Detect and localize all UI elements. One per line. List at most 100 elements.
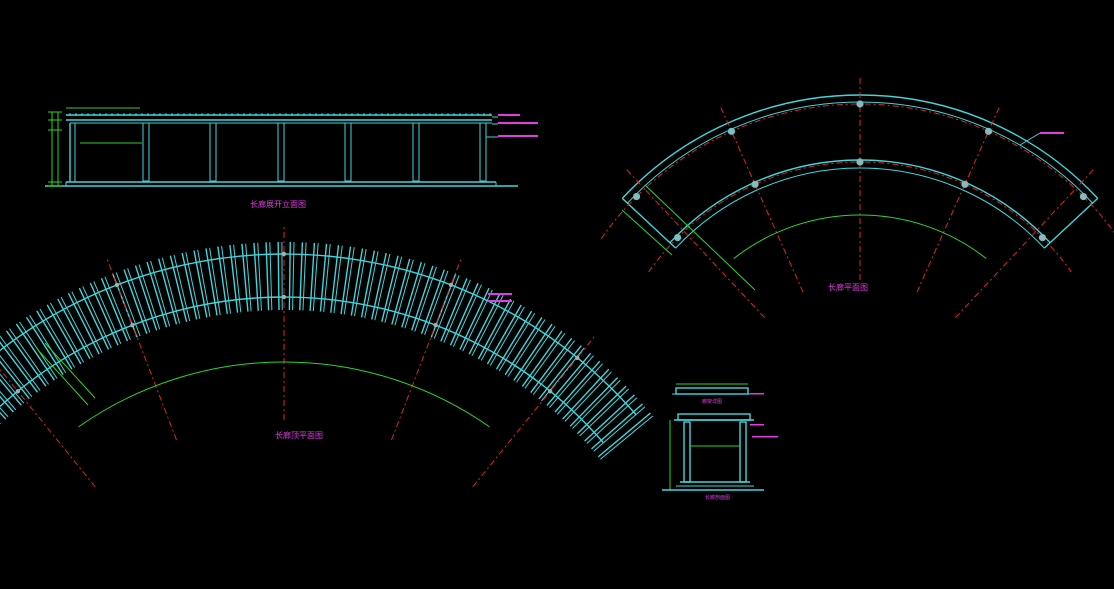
end-dimension xyxy=(621,209,673,256)
column-marker xyxy=(548,389,553,394)
column-circle xyxy=(984,127,993,135)
roof-slat xyxy=(253,242,259,311)
roof-slat-edge xyxy=(0,355,33,398)
radial-axis xyxy=(624,167,765,318)
roof-slat xyxy=(229,244,239,313)
roof-slat xyxy=(0,395,14,413)
dimension-arc xyxy=(78,361,490,428)
section-drawing: 廊架详图 长廊剖面图 xyxy=(662,383,778,501)
column-circle xyxy=(1079,192,1088,201)
column-circle xyxy=(1038,233,1047,242)
column-marker xyxy=(281,294,287,300)
column-axis-arc xyxy=(600,103,1114,240)
roof-slat xyxy=(57,298,91,360)
column-circle xyxy=(727,127,736,135)
width-dimension xyxy=(37,349,89,406)
annotation-mark xyxy=(498,122,538,124)
roof-slat xyxy=(241,243,249,312)
beam-detail xyxy=(675,387,749,395)
column-marker xyxy=(130,322,135,328)
roof-slat xyxy=(330,245,340,313)
width-dimension xyxy=(644,184,756,291)
column-circle xyxy=(673,233,682,242)
roof-slat-edge xyxy=(323,244,331,312)
roof-slat-edge xyxy=(50,302,85,363)
roof-slat-edge xyxy=(82,286,112,349)
roof-slat xyxy=(89,282,119,346)
elevation-column xyxy=(142,122,150,182)
column-circle xyxy=(856,158,864,166)
roof-slat xyxy=(0,378,22,406)
annotation-mark xyxy=(498,135,538,137)
roof-slat xyxy=(0,360,30,400)
roof-plan-drawing: 长廊顶平面图 xyxy=(0,225,654,488)
elevation-column xyxy=(209,122,217,182)
section-title: 长廊剖面图 xyxy=(705,494,730,501)
floor-plan-title: 长廊平面图 xyxy=(828,282,868,292)
annotation-mark xyxy=(488,300,512,302)
column-marker xyxy=(448,282,454,288)
elevation-column xyxy=(344,122,352,182)
column-marker xyxy=(575,355,580,361)
radial-axis xyxy=(916,104,1001,293)
roof-slat xyxy=(319,243,328,312)
plan-end-cap xyxy=(621,197,677,249)
plan-end-cap xyxy=(1043,197,1099,249)
section-beam xyxy=(677,413,751,421)
elevation-column xyxy=(277,122,285,182)
annotation-mark xyxy=(488,293,512,295)
roof-slat xyxy=(67,293,100,355)
column-marker xyxy=(114,282,120,288)
annotation-mark xyxy=(1040,132,1064,134)
annotation-mark xyxy=(752,436,778,438)
width-dimension xyxy=(44,342,96,399)
elevation-column xyxy=(479,122,487,182)
roof-slat-edge xyxy=(471,295,504,356)
column-circle xyxy=(961,180,969,188)
annotation-mark xyxy=(750,393,764,395)
roof-slat-edge xyxy=(600,415,654,460)
roof-beam-outer xyxy=(0,253,637,415)
elevation-drawing: 长廊展开立面图 xyxy=(45,107,538,209)
roof-plan-title: 长廊顶平面图 xyxy=(275,430,323,440)
column-circle xyxy=(751,180,759,188)
column-circle xyxy=(856,100,864,108)
leader xyxy=(1019,132,1041,146)
roof-slat-edge xyxy=(480,300,515,361)
section-column-left xyxy=(683,421,691,483)
dimension-arc xyxy=(733,214,987,259)
roof-beam-inner xyxy=(0,296,604,443)
roof-slat-edge xyxy=(233,244,242,313)
radial-axis xyxy=(955,167,1096,318)
roof-slat-edge xyxy=(0,390,17,411)
radial-axis xyxy=(391,257,462,441)
radial-axis xyxy=(472,334,596,488)
roof-slat-edge xyxy=(593,406,646,452)
roof-slat-edge xyxy=(0,407,9,418)
floor-plan-drawing: 长廊平面图 xyxy=(600,75,1114,318)
roof-slat xyxy=(100,277,129,342)
elevation-title: 长廊展开立面图 xyxy=(250,199,306,209)
roof-slat-edge xyxy=(0,373,25,404)
column-circle xyxy=(632,192,641,201)
roof-slat-edge xyxy=(292,242,295,311)
roof-slat-edge xyxy=(269,242,273,311)
radial-axis xyxy=(106,257,177,441)
roof-slat xyxy=(449,282,479,346)
radial-axis xyxy=(719,104,804,293)
roof-slat xyxy=(299,242,304,311)
roof-slat-edge xyxy=(302,242,307,311)
roof-slat xyxy=(597,412,651,458)
column-marker xyxy=(15,389,20,394)
section-column-right xyxy=(739,421,747,483)
roof-slat xyxy=(265,242,270,311)
inner-edge-inner xyxy=(675,167,1045,249)
elevation-column xyxy=(412,122,420,182)
radial-axis xyxy=(0,368,96,488)
column-marker xyxy=(433,322,438,328)
roof-slat xyxy=(459,287,490,350)
roof-slat xyxy=(277,242,280,311)
column-marker xyxy=(281,251,287,257)
annotation-mark xyxy=(750,424,764,426)
